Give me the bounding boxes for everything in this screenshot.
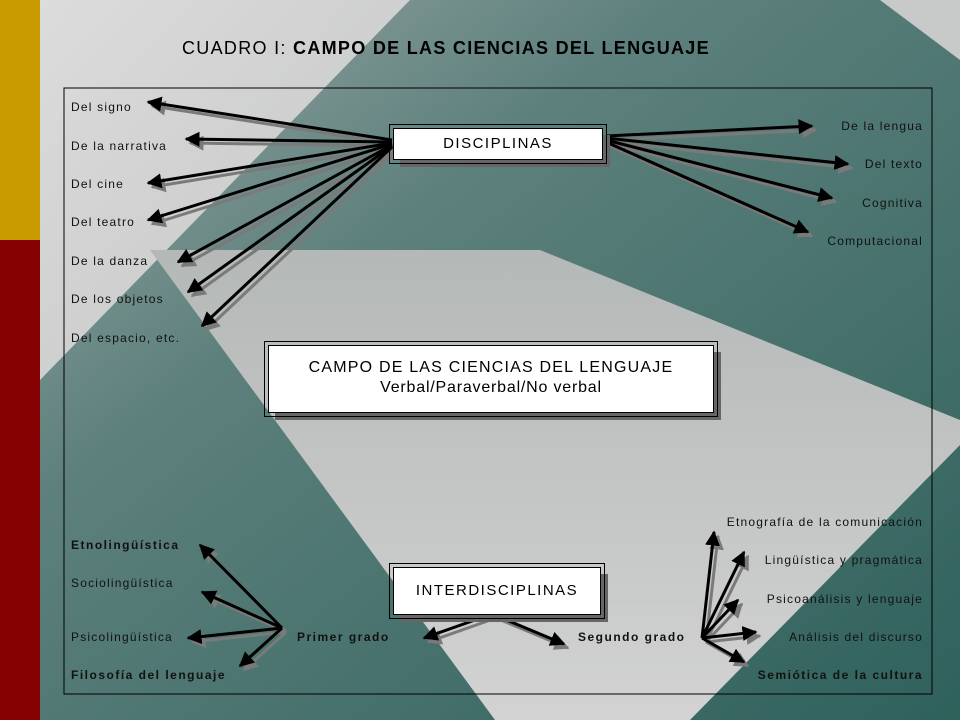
connector-arrow (700, 530, 720, 639)
connector-arrow (186, 626, 283, 645)
connector-arrow (605, 138, 834, 202)
arrow-shadow (150, 146, 397, 228)
disciplinas-box: DISCIPLINAS (389, 124, 607, 164)
disciplina-right-item: De la lengua (841, 119, 923, 133)
primer-grado-item: Psicolingüística (71, 630, 173, 644)
connector-arrow (491, 612, 566, 646)
connector-arrow (200, 590, 283, 630)
segundo-grado-item: Semiótica de la cultura (757, 668, 923, 682)
connector-arrow (700, 550, 746, 639)
connector-arrow (238, 626, 284, 668)
disciplina-right-item: Cognitiva (862, 196, 923, 210)
connector-arrow (422, 612, 493, 641)
sidebar-red (0, 240, 40, 720)
segundo-grado-item: Lingüística y pragmática (764, 553, 923, 567)
sidebar-gold (0, 0, 40, 240)
disciplinas-label: DISCIPLINAS (443, 135, 553, 152)
slide-title: CUADRO I: CAMPO DE LAS CIENCIAS DEL LENG… (182, 38, 710, 58)
disciplina-right-item: Computacional (827, 234, 923, 248)
connector-arrow (186, 144, 393, 294)
arrow-shadow (204, 149, 398, 332)
connector-arrow (198, 543, 284, 630)
primer-grado-item: Sociolingüística (71, 576, 174, 590)
title-main: CAMPO DE LAS CIENCIAS DEL LENGUAJE (293, 38, 710, 58)
connector-arrow (701, 636, 746, 664)
segundo-grado-item: Análisis del discurso (789, 630, 923, 644)
title-prefix: CUADRO I: (182, 38, 294, 58)
connector-arrow (605, 119, 814, 138)
primer-grado-label: Primer grado (297, 630, 390, 644)
segundo-grado-item: Etnografía de la comunicación (726, 515, 923, 529)
connector-arrow (176, 143, 393, 264)
connector-arrow (146, 96, 393, 142)
connector-arrow (200, 145, 394, 328)
interdisciplinas-label: INTERDISCIPLINAS (415, 582, 579, 599)
arrow-shadow (609, 140, 854, 175)
interdisciplinas-box: INTERDISCIPLINAS (389, 563, 605, 619)
connector-arrow (605, 136, 850, 171)
segundo-grado-item: Psicoanálisis y lenguaje (766, 592, 923, 606)
connector-arrow (700, 598, 740, 640)
arrow-shadow (426, 616, 497, 645)
connector-arrow (146, 141, 393, 189)
campo-subtitle: Verbal/Paraverbal/No verbal (380, 379, 602, 396)
disciplina-right-item: Del texto (864, 157, 923, 171)
connector-arrow (701, 626, 758, 641)
disciplina-left-item: Del cine (71, 177, 124, 191)
arrow-shadow (150, 100, 397, 146)
campo-box: CAMPO DE LAS CIENCIAS DEL LENGUAJE Verba… (264, 341, 718, 417)
disciplina-left-item: Del signo (71, 100, 132, 114)
connector-arrow (605, 140, 810, 234)
campo-title: CAMPO DE LAS CIENCIAS DEL LENGUAJE (308, 359, 674, 376)
arrow-shadow (190, 630, 287, 649)
arrow-shadow (609, 142, 838, 206)
arrow-shadow (609, 123, 818, 142)
arrow-shadow (150, 145, 397, 193)
disciplina-left-item: Del espacio, etc. (71, 331, 181, 345)
connector-arrow (184, 131, 393, 147)
diagram-frame (63, 87, 933, 695)
primer-grado-item: Etnolingüística (71, 538, 180, 552)
arrow-shadow (204, 594, 287, 634)
disciplina-left-item: De los objetos (71, 292, 164, 306)
segundo-grado-label: Segundo grado (578, 630, 686, 644)
arrow-shadow (188, 135, 397, 151)
disciplina-left-item: De la narrativa (71, 139, 168, 153)
disciplina-left-item: Del teatro (71, 215, 136, 229)
primer-grado-item: Filosofía del lenguaje (71, 668, 227, 682)
disciplina-left-item: De la danza (71, 254, 149, 268)
arrow-shadow (609, 144, 814, 238)
connector-arrow (146, 142, 393, 224)
